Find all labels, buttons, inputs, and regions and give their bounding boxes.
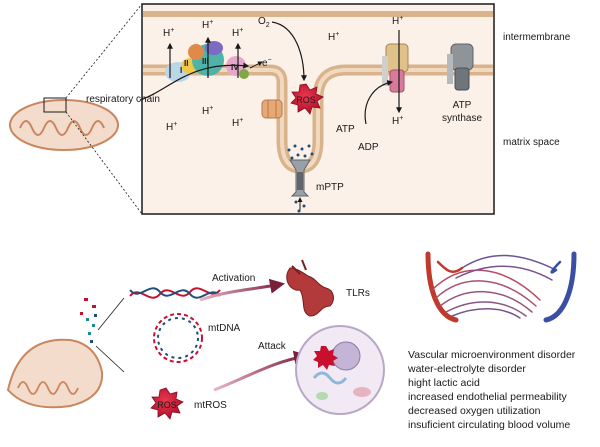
- activation-arrow: [199, 278, 285, 302]
- proton-label-8: H+: [392, 15, 403, 27]
- proton-label-2: H+: [202, 19, 213, 31]
- adp-label: ADP: [358, 142, 379, 153]
- outcome-item-3: hight lactic acid: [408, 377, 480, 389]
- atp-synthase-label-line1: ATP: [453, 100, 472, 111]
- mtros-label: mtROS: [194, 400, 227, 411]
- attack-label: Attack: [258, 341, 287, 352]
- atp-synthase-idle-icon: [447, 43, 474, 91]
- electron-label: e−: [262, 57, 272, 69]
- vascular-network-icon: [425, 251, 577, 323]
- atp-synthase-label-line2: synthase: [442, 113, 482, 124]
- intermembrane-label: intermembrane: [503, 32, 571, 43]
- proton-label-6: H+: [166, 121, 177, 133]
- mtdna-label: mtDNA: [208, 323, 241, 334]
- attack-arrow: [213, 350, 309, 392]
- outcome-item-2: water-electrolyte disorder: [407, 363, 526, 375]
- damaged-mitochondrion-icon: [6, 297, 125, 409]
- proton-label-7: H+: [232, 117, 243, 129]
- tlr-receptor-icon: [286, 259, 334, 317]
- oxygen-label: O2: [258, 16, 270, 29]
- outcome-item-6: insuficient circulating blood volume: [408, 419, 570, 431]
- ros-label: ROS: [296, 95, 316, 105]
- complex-IV-label: IV: [231, 63, 239, 72]
- membrane-panel: I II III IV H+ H+ H+ H+ H+ H+ H+ H+ H+ r…: [86, 3, 495, 215]
- respiratory-chain-label: respiratory chain: [86, 94, 160, 105]
- tlrs-label: TLRs: [346, 288, 370, 299]
- respiratory-chain-arrow: [139, 62, 250, 101]
- ros-burst-icon: ROS: [290, 83, 324, 115]
- proton-label-9: H+: [392, 115, 403, 127]
- outcome-item-1: Vascular microenvironment disorder: [408, 349, 576, 361]
- outcome-item-4: increased endothelial permeability: [408, 391, 568, 403]
- mitochondrion-overview: [9, 3, 143, 215]
- adp-to-atp-arrow: [364, 80, 394, 125]
- complex-II-label: II: [184, 59, 188, 68]
- mtros-badge-text: ROS: [157, 400, 177, 410]
- mtdna-linear-strand-icon: [129, 287, 221, 299]
- complex-III-label: III: [202, 57, 209, 66]
- zoom-line-bottom: [65, 111, 143, 215]
- mptp-label: mPTP: [316, 182, 344, 193]
- outcomes-list: Vascular microenvironment disorder water…: [407, 349, 576, 431]
- zoom-region-box: [43, 97, 67, 113]
- proton-label-5: H+: [202, 105, 213, 117]
- atp-label: ATP: [336, 124, 355, 135]
- proton-label-4: H+: [328, 31, 339, 43]
- mptp-pore-icon: [289, 159, 311, 197]
- mtdna-fragments: [287, 144, 314, 213]
- proton-label-1: H+: [163, 27, 174, 39]
- mtros-badge-icon: ROS: [150, 387, 184, 420]
- zoom-line-top: [65, 3, 143, 99]
- outcome-item-5: decreased oxygen utilization: [408, 405, 541, 417]
- activation-label: Activation: [212, 273, 255, 284]
- proton-label-3: H+: [232, 27, 243, 39]
- oxygen-to-ros-arrow: [271, 21, 307, 82]
- atp-synthase-active-icon: [382, 43, 409, 93]
- target-cell-icon: [295, 325, 385, 415]
- matrix-space-label: matrix space: [503, 137, 560, 148]
- complex-I-label: I: [180, 66, 182, 75]
- mtdna-circular-icon: [153, 313, 203, 363]
- crista-channel-icon: [261, 99, 283, 119]
